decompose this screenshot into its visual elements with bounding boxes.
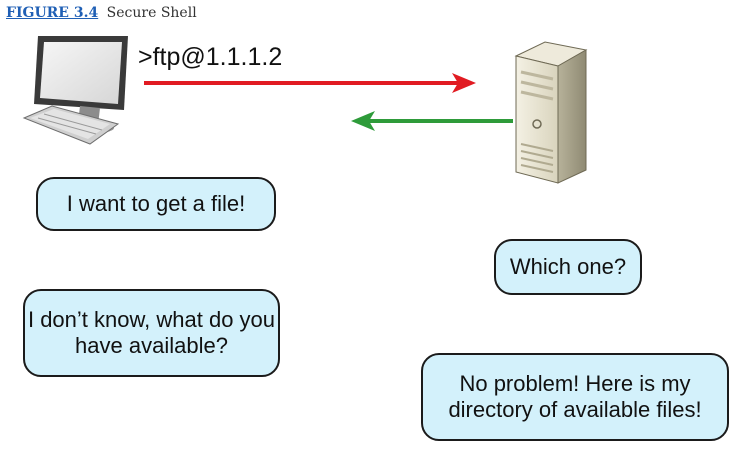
- ftp-command-text: >ftp@1.1.1.2: [138, 43, 283, 71]
- client-request-text: I want to get a file!: [66, 191, 246, 217]
- desktop-computer-icon: [22, 36, 128, 145]
- client-reply-bubble: I don’t know, what do you have available…: [23, 289, 280, 377]
- client-request-bubble: I want to get a file!: [36, 177, 276, 231]
- server-reply-bubble: No problem! Here is my directory of avai…: [421, 353, 729, 441]
- client-reply-text: I don’t know, what do you have available…: [27, 307, 276, 358]
- server-tower-icon: [514, 41, 588, 184]
- figure-label-link[interactable]: FIGURE 3.4: [6, 5, 99, 21]
- response-arrow: [351, 111, 513, 131]
- figure-caption: FIGURE 3.4 Secure Shell: [6, 5, 197, 21]
- server-question-text: Which one?: [509, 254, 627, 280]
- server-question-bubble: Which one?: [494, 239, 642, 295]
- figure-title: Secure Shell: [106, 5, 197, 21]
- server-reply-text: No problem! Here is my directory of avai…: [448, 371, 702, 422]
- request-arrow: [144, 73, 476, 93]
